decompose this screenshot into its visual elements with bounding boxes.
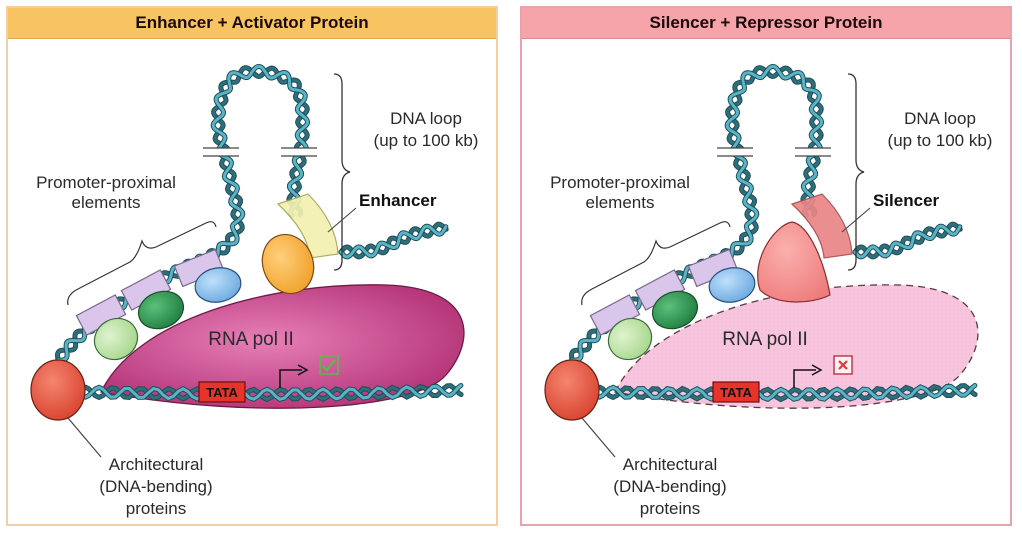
rna-pol-ii-label: RNA pol II	[722, 329, 808, 350]
tata-label: TATA	[720, 385, 752, 400]
enhancer-scene: DNA loop (up to 100 kb) Promoter-proximale…	[30, 63, 479, 518]
transcription-start-arrow	[793, 369, 816, 388]
activator-protein-blue	[194, 267, 242, 303]
enhancer-element	[276, 193, 339, 259]
break-gap	[203, 148, 239, 156]
architectural-leader-line	[581, 417, 616, 458]
dna-strand-front	[853, 224, 962, 259]
promoter-label-line2: elements	[72, 193, 141, 212]
architectural-protein	[544, 359, 600, 421]
element-leader-line	[841, 207, 871, 233]
architectural-leader-line	[67, 417, 102, 458]
rna-polymerase-ii	[100, 284, 465, 409]
transcription-start-arrow	[279, 369, 302, 388]
arrow-head-icon	[297, 364, 309, 376]
tata-box	[198, 381, 246, 403]
architectural-label: Architectural	[109, 455, 203, 474]
break-gap	[795, 148, 831, 156]
tata-box	[712, 381, 760, 403]
x-icon	[838, 360, 848, 370]
activator-protein-light-green	[607, 317, 653, 361]
break-gap	[281, 148, 317, 156]
dna-loop-label: DNA loop	[390, 109, 462, 128]
rna-polymerase-ii-inactive	[614, 284, 979, 409]
promoter-label-line2: elements	[586, 193, 655, 212]
enhancer-label: Enhancer	[359, 191, 437, 210]
architectural-label-line2: (DNA-bending)	[613, 477, 726, 496]
status-box	[319, 355, 339, 375]
promoter-brace	[67, 221, 217, 306]
dna-strand-back	[339, 222, 448, 259]
silencer-scene: DNA loop (up to 100 kb) Promoter-proximale…	[544, 63, 993, 518]
activator-protein-dark-green	[137, 290, 185, 330]
dna-strand-front	[339, 224, 448, 259]
panel-title: Silencer + Repressor Protein	[522, 8, 1010, 39]
tata-label: TATA	[206, 385, 238, 400]
architectural-protein	[30, 359, 86, 421]
rna-pol-ii-label: RNA pol II	[208, 329, 294, 350]
dna-main-strand	[589, 383, 978, 403]
activator-protein-light-green	[93, 317, 139, 361]
architectural-label: Architectural	[623, 455, 717, 474]
dna-strand-front	[76, 384, 463, 401]
promoter-brace	[581, 221, 731, 306]
activator-protein-dark-green	[651, 290, 699, 330]
dna-distal-tail	[338, 221, 449, 260]
activator-protein-blue	[708, 267, 756, 303]
check-icon	[322, 359, 336, 372]
architectural-label-line3: proteins	[126, 499, 186, 518]
silencer-element	[790, 193, 853, 259]
silencer-label: Silencer	[873, 191, 940, 210]
promoter-label: Promoter-proximal	[36, 173, 176, 192]
dna-distal-tail	[852, 221, 963, 260]
activator-protein	[261, 233, 315, 295]
dna-loop-brace	[333, 73, 351, 271]
panel-title: Enhancer + Activator Protein	[8, 8, 496, 39]
dna-loop-size-label: (up to 100 kb)	[374, 131, 479, 150]
element-leader-line	[327, 207, 357, 233]
break-gap	[717, 148, 753, 156]
enhancer-panel: Enhancer + Activator Protein	[6, 6, 498, 526]
dna-loop-label: DNA loop	[904, 109, 976, 128]
promoter-label: Promoter-proximal	[550, 173, 690, 192]
repressor-protein	[757, 221, 831, 303]
arrow-head-icon	[811, 364, 823, 376]
dna-loop-brace	[847, 73, 865, 271]
dna-loop-size-label: (up to 100 kb)	[888, 131, 993, 150]
architectural-label-line3: proteins	[640, 499, 700, 518]
dna-main-strand	[75, 383, 464, 403]
dna-strand-front	[590, 384, 977, 401]
dna-strand-back	[853, 222, 962, 259]
architectural-label-line2: (DNA-bending)	[99, 477, 212, 496]
